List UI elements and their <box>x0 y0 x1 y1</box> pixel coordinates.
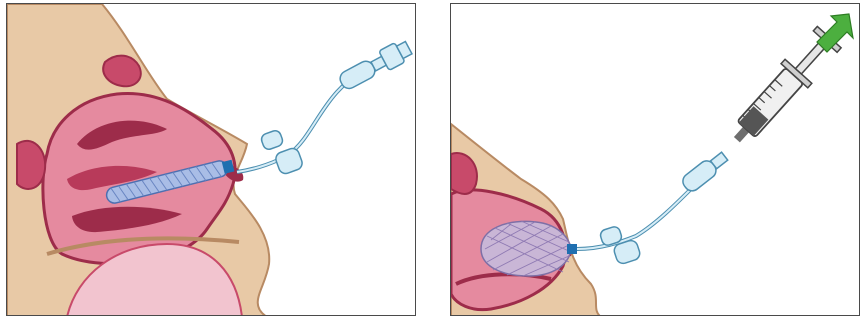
tube-clip <box>260 129 304 175</box>
pilot-balloon-valve <box>680 149 730 194</box>
panel-after-inflation <box>450 3 860 316</box>
panel-before-inflation <box>6 3 416 316</box>
nasal-anatomy-illustration-left <box>7 4 416 316</box>
sphenoid-sinus <box>17 141 45 189</box>
tube-clip <box>599 225 641 265</box>
pilot-balloon-valve <box>336 38 413 93</box>
nasal-anatomy-illustration-right <box>451 4 860 316</box>
